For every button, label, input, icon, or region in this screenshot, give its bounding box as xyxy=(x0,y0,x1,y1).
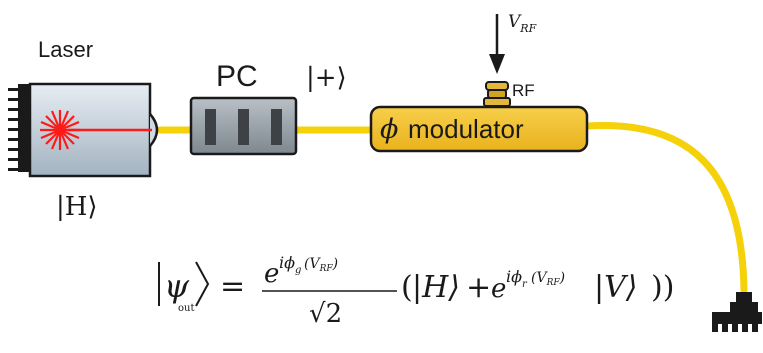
exp-i-phi-g: iϕ xyxy=(279,253,295,272)
polarization-controller xyxy=(189,96,298,156)
exp-base-g: e xyxy=(264,259,279,289)
psi-symbol: ψ xyxy=(164,267,190,305)
r-subscript: r xyxy=(522,279,528,290)
equals-sign: = xyxy=(220,269,245,304)
laser-label: Laser xyxy=(38,37,93,62)
laser-output-lens xyxy=(149,113,159,147)
sqrt-two: √2 xyxy=(309,299,342,329)
exp-i-phi-r: iϕ xyxy=(506,267,522,286)
v-ket-term: |V⟩ xyxy=(594,270,637,305)
rf-connector xyxy=(483,81,511,107)
laser-starburst xyxy=(40,110,80,150)
rf-arrow-head xyxy=(489,54,505,74)
h-ket-label: |H⟩ xyxy=(56,192,98,222)
modulator-label: modulator xyxy=(408,114,524,144)
exp-base-r: e xyxy=(491,274,506,304)
pc-label: PC xyxy=(216,60,258,93)
pc-paddle xyxy=(205,109,216,145)
plus-ket-label: |+⟩ xyxy=(306,63,347,93)
v-rf-argument-g: (VRF) xyxy=(304,256,338,274)
laser-heatsink xyxy=(8,84,30,172)
open-paren: ( xyxy=(401,270,413,305)
fiber-output-connector xyxy=(712,292,762,332)
pc-paddle xyxy=(271,109,282,145)
laser xyxy=(8,82,159,178)
pc-paddle xyxy=(238,109,249,145)
rf-label: RF xyxy=(512,81,535,100)
modulator-phi-symbol: ϕ xyxy=(380,114,398,145)
v-rf-label: VRF xyxy=(508,12,537,35)
fiber-path xyxy=(156,122,748,294)
closing-parens: )) xyxy=(651,270,674,305)
output-state-equation: ψ out = e iϕ g (VRF) √2 ( |H⟩ + e iϕ r (… xyxy=(158,253,674,329)
phase-modulator xyxy=(369,105,589,153)
out-subscript: out xyxy=(178,303,194,314)
h-ket-term: |H⟩ xyxy=(412,270,460,305)
plus-sign: + xyxy=(466,270,491,305)
g-subscript: g xyxy=(295,265,301,276)
v-rf-argument-r: (VRF) xyxy=(531,270,565,288)
